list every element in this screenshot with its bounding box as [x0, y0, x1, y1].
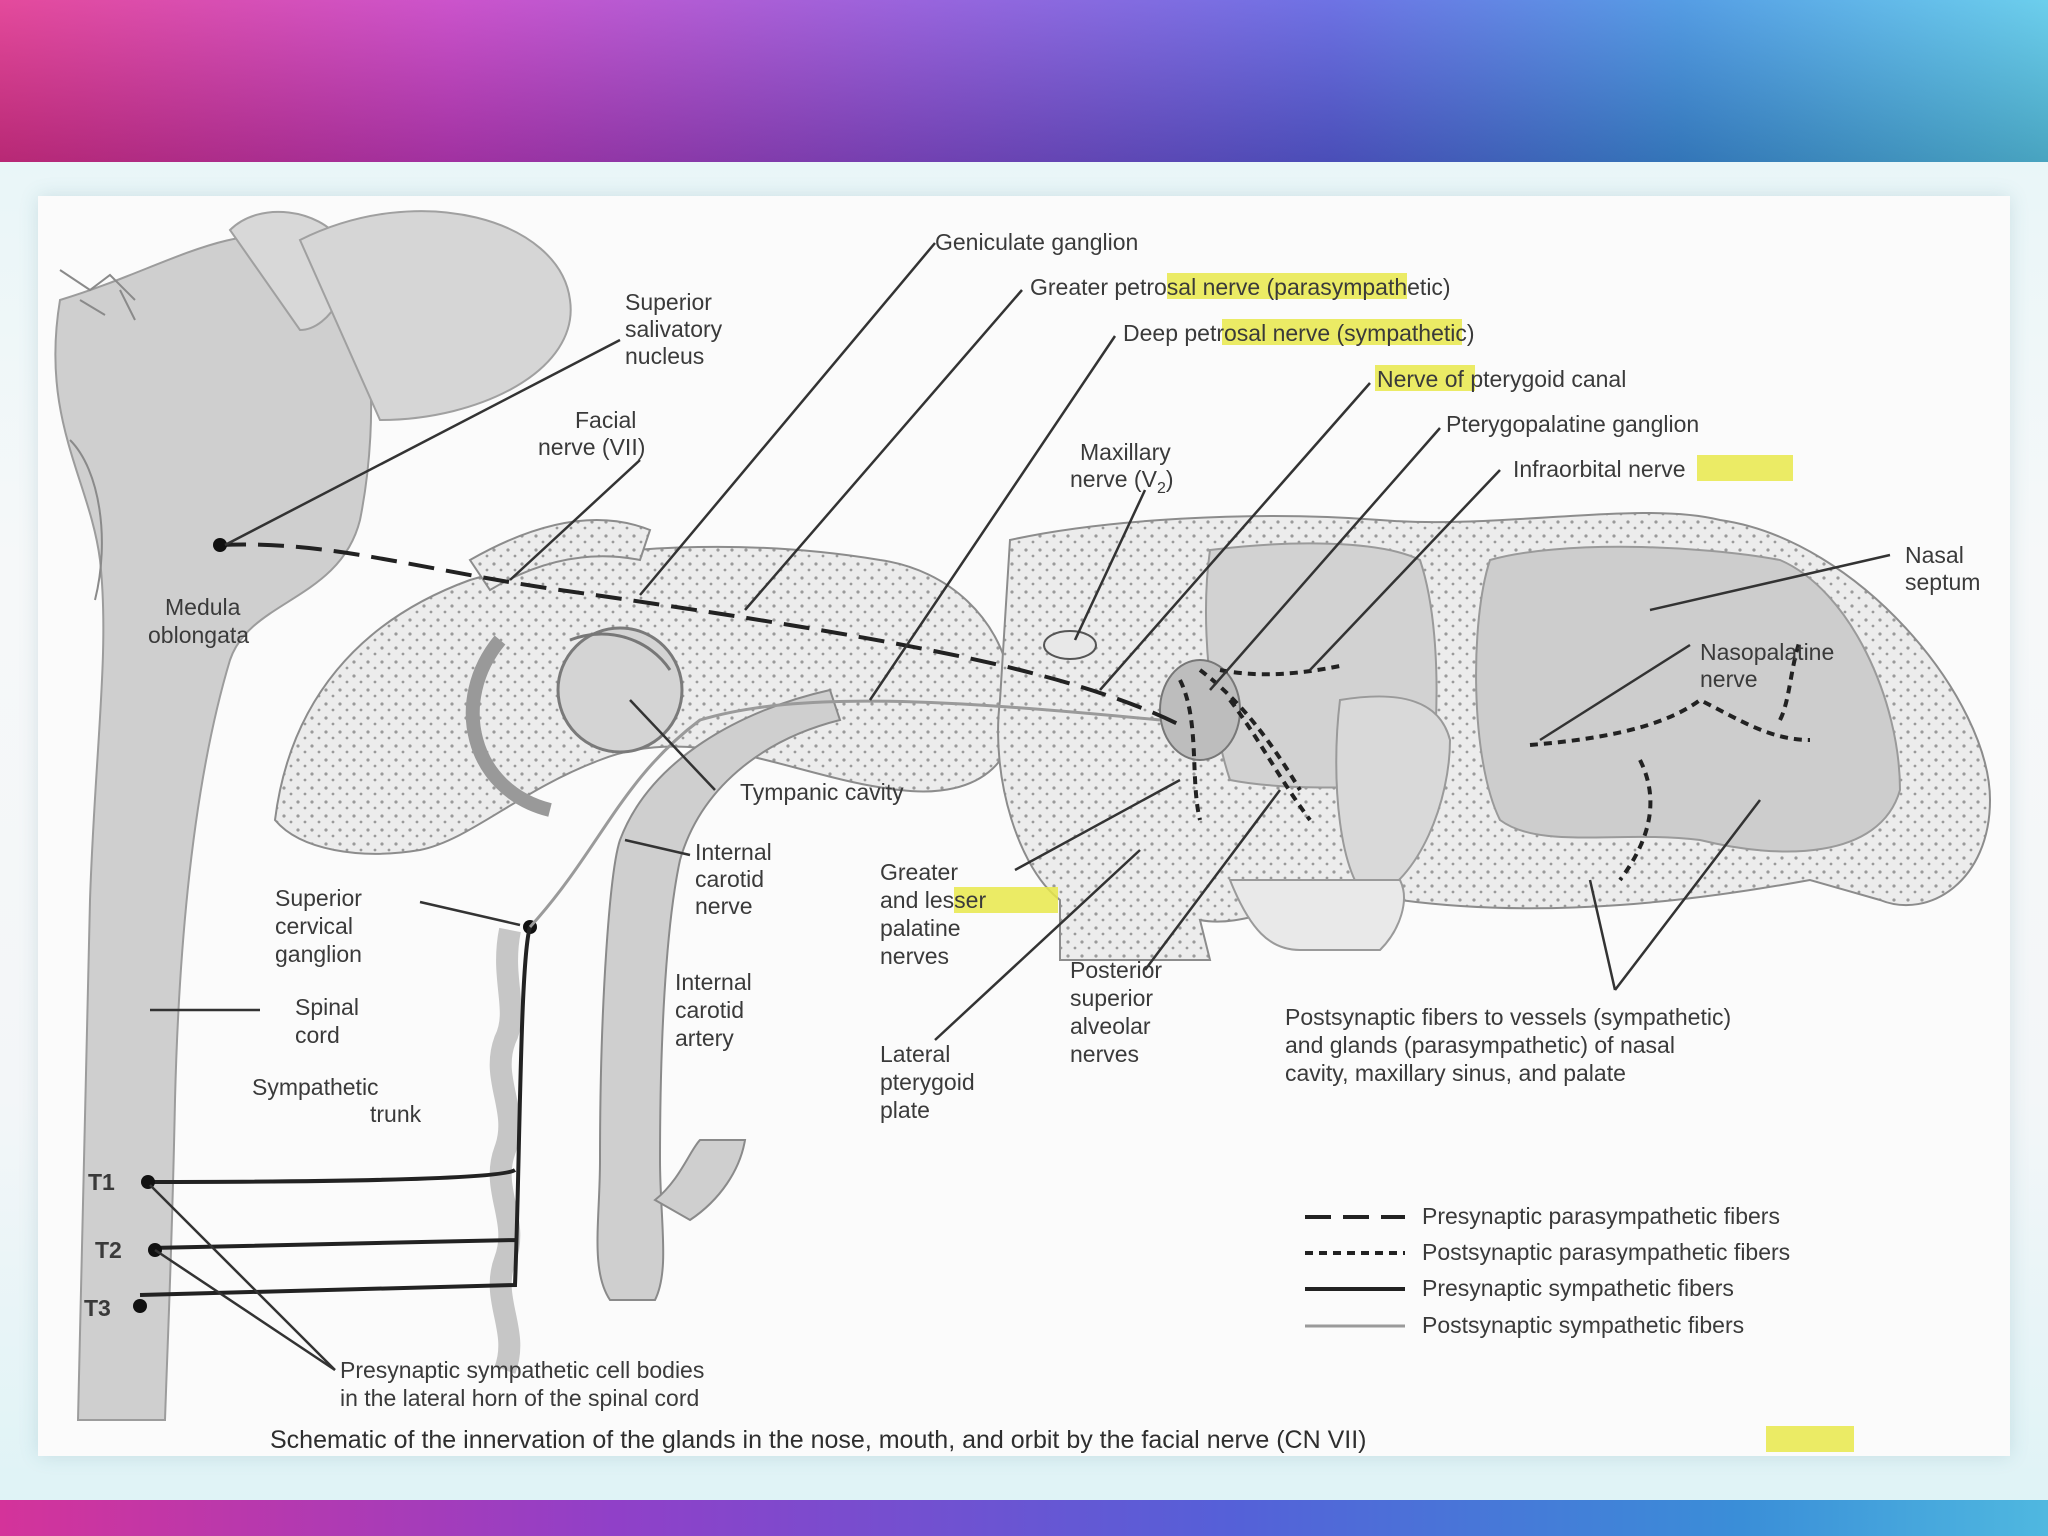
label-t1: T1	[88, 1169, 115, 1195]
label-nasopalatine-1: Nasopalatine	[1700, 639, 1834, 665]
postsynaptic-parasympathetic-paths	[1178, 663, 1346, 822]
banner-shade	[0, 0, 2048, 162]
label-internal-carotid-nerve-1: Internal	[695, 839, 772, 865]
label-t2: T2	[95, 1237, 122, 1263]
t3-dot	[133, 1299, 147, 1313]
label-nerve-of-pterygoid-canal: Nerve of pterygoid canal	[1377, 366, 1626, 392]
label-sympathetic-trunk-2: trunk	[370, 1101, 422, 1127]
legend-item-3: Presynaptic sympathetic fibers	[1422, 1275, 1734, 1301]
label-pterygopalatine-ganglion: Pterygopalatine ganglion	[1446, 411, 1699, 437]
label-spinal-cord-1: Spinal	[295, 994, 359, 1020]
label-sympathetic-trunk-1: Sympathetic	[252, 1074, 379, 1100]
nasal-cavity-illustration	[997, 511, 1992, 961]
label-nasopalatine-2: nerve	[1700, 666, 1758, 692]
label-posterior-superior-alveolar-4: nerves	[1070, 1041, 1139, 1067]
pterygopalatine-ganglion-illustration	[1159, 659, 1241, 761]
label-facial-nerve-1: Facial	[575, 407, 636, 433]
label-superior-cervical-ganglion-2: cervical	[275, 913, 353, 939]
label-internal-carotid-artery-1: Internal	[675, 969, 752, 995]
label-lateral-pterygoid-plate-1: Lateral	[880, 1041, 950, 1067]
figure-caption: Schematic of the innervation of the glan…	[270, 1426, 1366, 1454]
top-banner	[0, 0, 2048, 162]
label-facial-nerve-2: nerve (VII)	[538, 434, 645, 460]
label-internal-carotid-nerve-3: nerve	[695, 893, 753, 919]
brainstem-illustration	[54, 210, 572, 1421]
label-superior-cervical-ganglion-1: Superior	[275, 885, 362, 911]
label-postsynaptic-fibers-1: Postsynaptic fibers to vessels (sympathe…	[1285, 1004, 1731, 1030]
label-superior-salivatory-nucleus-3: nucleus	[625, 343, 704, 369]
label-postsynaptic-fibers-3: cavity, maxillary sinus, and palate	[1285, 1060, 1626, 1086]
label-posterior-superior-alveolar-3: alveolar	[1070, 1013, 1151, 1039]
label-presynaptic-cell-bodies-2: in the lateral horn of the spinal cord	[340, 1385, 699, 1411]
label-greater-lesser-palatine-2: and lesser	[880, 887, 986, 913]
presynaptic-parasympathetic-path	[219, 542, 1181, 727]
label-greater-lesser-palatine-1: Greater	[880, 859, 958, 885]
label-presynaptic-cell-bodies-1: Presynaptic sympathetic cell bodies	[340, 1357, 704, 1383]
label-greater-petrosal-nerve: Greater petrosal nerve (parasympathetic)	[1030, 274, 1451, 300]
legend-item-4: Postsynaptic sympathetic fibers	[1422, 1312, 1744, 1338]
label-postsynaptic-fibers-2: and glands (parasympathetic) of nasal	[1285, 1032, 1675, 1058]
salivatory-nucleus-dot	[213, 538, 227, 552]
label-greater-lesser-palatine-3: palatine	[880, 915, 961, 941]
label-nasal-septum-1: Nasal	[1905, 542, 1964, 568]
postsynaptic-fibers-paths	[1529, 639, 1811, 882]
postsynaptic-sympathetic-path	[528, 699, 1161, 929]
highlights	[954, 273, 1854, 1452]
label-internal-carotid-artery-2: carotid	[675, 997, 744, 1023]
label-t3: T3	[84, 1295, 111, 1321]
label-tympanic-cavity: Tympanic cavity	[740, 779, 904, 805]
label-maxillary-nerve-2: nerve (V2)	[1070, 466, 1174, 497]
label-posterior-superior-alveolar-1: Posterior	[1070, 957, 1162, 983]
label-nasal-septum-2: septum	[1905, 569, 1980, 595]
internal-carotid-artery-illustration	[596, 688, 842, 1301]
label-medulla-1: Medula	[165, 594, 241, 620]
bottom-banner	[0, 1500, 2048, 1536]
label-medulla-2: oblongata	[148, 622, 249, 648]
diagram-labels: Geniculate ganglion Greater petrosal ner…	[84, 229, 1980, 1411]
label-superior-salivatory-nucleus-2: salivatory	[625, 316, 723, 342]
legend-item-1: Presynaptic parasympathetic fibers	[1422, 1203, 1780, 1229]
label-lateral-pterygoid-plate-3: plate	[880, 1097, 930, 1123]
label-internal-carotid-artery-3: artery	[675, 1025, 734, 1051]
label-posterior-superior-alveolar-2: superior	[1070, 985, 1153, 1011]
label-spinal-cord-2: cord	[295, 1022, 340, 1048]
legend: Presynaptic parasympathetic fibers Posts…	[1305, 1203, 1790, 1338]
label-internal-carotid-nerve-2: carotid	[695, 866, 764, 892]
label-infraorbital-nerve: Infraorbital nerve	[1513, 456, 1686, 482]
leader-lines	[149, 242, 1891, 1372]
label-superior-salivatory-nucleus-1: Superior	[625, 289, 712, 315]
presynaptic-sympathetic-paths	[139, 926, 532, 1297]
label-superior-cervical-ganglion-3: ganglion	[275, 941, 362, 967]
label-geniculate-ganglion: Geniculate ganglion	[935, 229, 1138, 255]
label-maxillary-nerve-1: Maxillary	[1080, 439, 1171, 465]
label-deep-petrosal-nerve: Deep petrosal nerve (sympathetic)	[1123, 320, 1475, 346]
label-greater-lesser-palatine-4: nerves	[880, 943, 949, 969]
label-lateral-pterygoid-plate-2: pterygoid	[880, 1069, 975, 1095]
legend-item-2: Postsynaptic parasympathetic fibers	[1422, 1239, 1790, 1265]
